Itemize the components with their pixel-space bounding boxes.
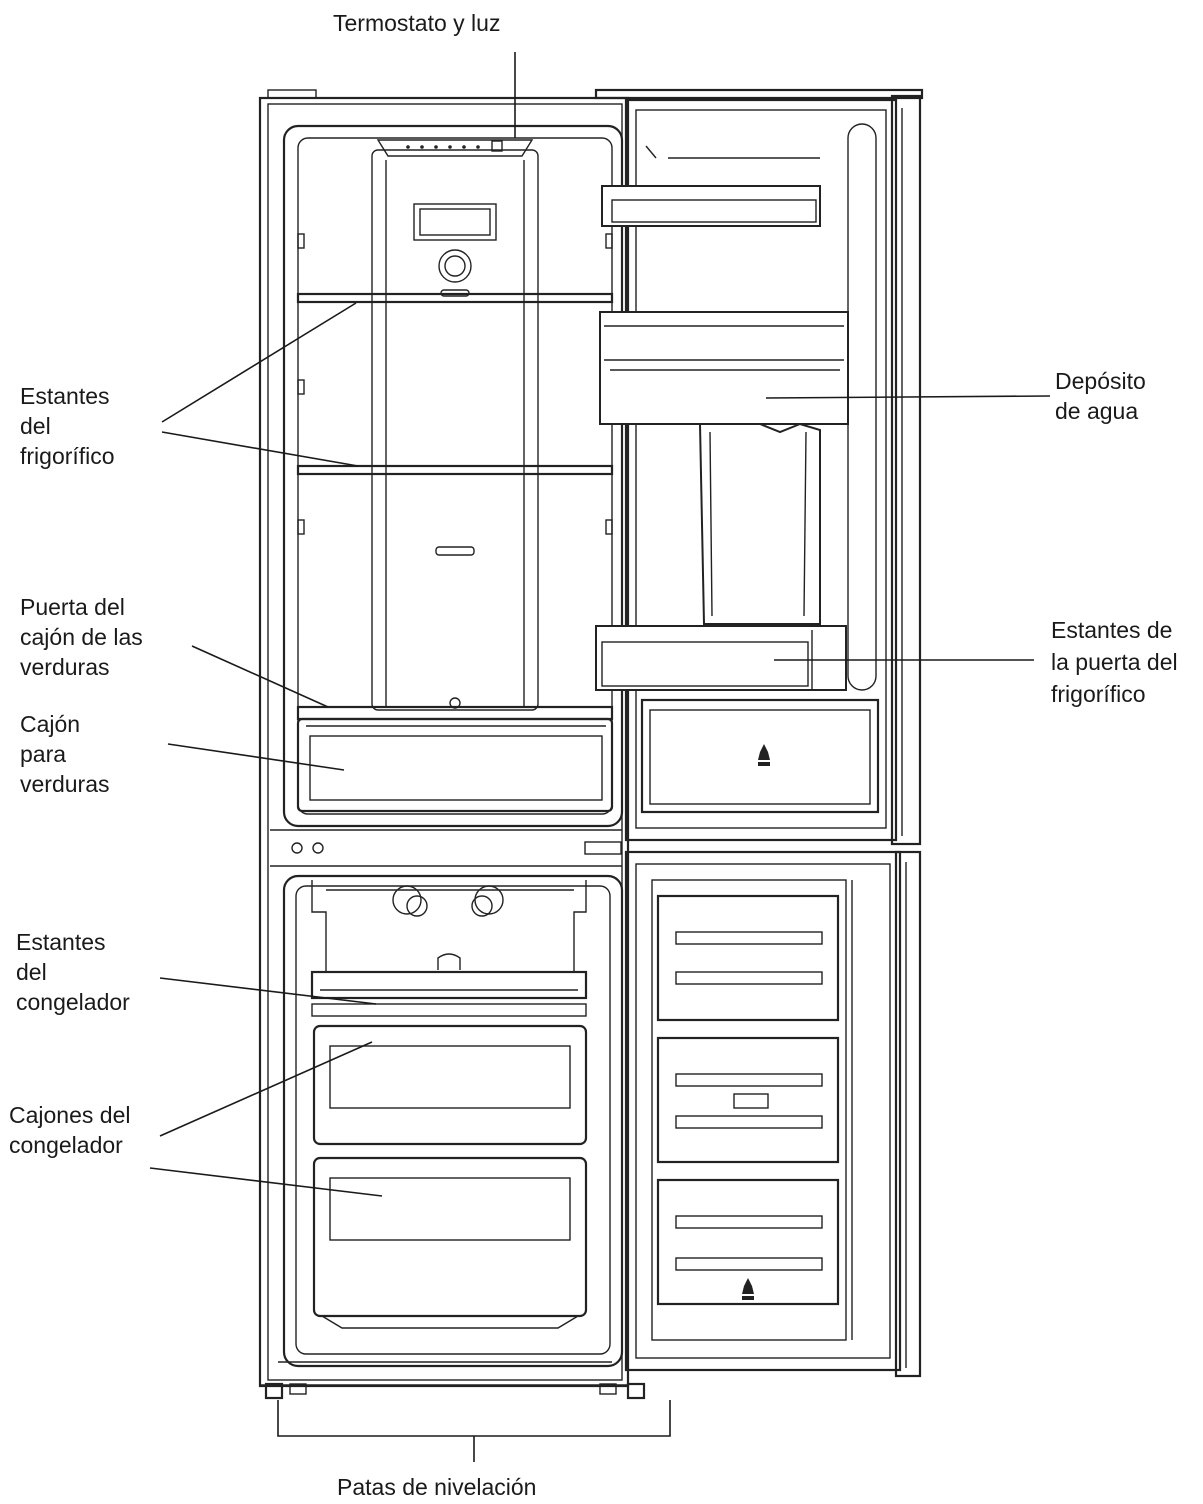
leader-freezer-drawer-2: [149, 1167, 383, 1197]
label-crisper-line: verduras: [20, 771, 110, 797]
label-crisper-door-line: verduras: [20, 654, 110, 680]
label-crisper-line: para: [20, 741, 67, 767]
label-door-shelves-line: Estantes de: [1051, 617, 1173, 643]
label-leveling-feet: Patas de nivelación: [337, 1472, 536, 1502]
label-crisper-door-line: cajón de las: [20, 624, 143, 650]
label-thermostat: Termostato y luz: [333, 8, 500, 38]
thermostat-dots: [406, 145, 480, 149]
label-crisper-door: Puerta del cajón de las verduras: [20, 592, 143, 682]
leader-crisper-door: [191, 645, 329, 708]
label-freezer-shelves: Estantes del congelador: [16, 927, 130, 1017]
leader-water-tank: [765, 395, 1051, 399]
fridge-compartment: [282, 124, 624, 828]
label-freezer-shelves-line: congelador: [16, 989, 130, 1015]
cabinet: [258, 89, 630, 1388]
leader-lines: [149, 52, 1051, 1462]
leader-crisper: [167, 743, 345, 771]
label-fridge-shelves: Estantes del frigorífico: [20, 381, 115, 471]
freezer-door: [624, 850, 922, 1378]
label-door-shelves-line: la puerta del: [1051, 649, 1178, 675]
leveling-feet-drawing: [264, 1382, 646, 1400]
label-crisper-line: Cajón: [20, 711, 81, 737]
label-water-tank-line: Depósito: [1055, 368, 1146, 394]
label-fridge-shelves-line: frigorífico: [20, 443, 115, 469]
leader-fridge-shelf-1: [161, 302, 357, 423]
leader-freezer-drawer-1: [159, 1041, 373, 1137]
divider-strip: [270, 829, 622, 867]
label-door-shelves: Estantes de la puerta del frigorífico: [1051, 614, 1178, 710]
label-freezer-drawers-line: Cajones del: [9, 1102, 131, 1128]
fridge-door: [594, 88, 924, 846]
shelf-rails: [297, 233, 613, 535]
label-fridge-shelves-line: del: [20, 413, 51, 439]
label-crisper: Cajón para verduras: [20, 709, 109, 799]
leader-freezer-shelves: [159, 977, 377, 1005]
label-freezer-shelves-line: del: [16, 959, 47, 985]
label-door-shelves-line: frigorífico: [1051, 681, 1146, 707]
label-leveling-feet-line: Patas de nivelación: [337, 1474, 537, 1500]
label-freezer-drawers: Cajones del congelador: [9, 1100, 130, 1160]
leader-fridge-shelf-2: [161, 431, 359, 467]
label-fridge-shelves-line: Estantes: [20, 383, 110, 409]
label-freezer-shelves-line: Estantes: [16, 929, 106, 955]
label-crisper-door-line: Puerta del: [20, 594, 125, 620]
label-water-tank: Depósito de agua: [1055, 366, 1146, 426]
label-freezer-drawers-line: congelador: [9, 1132, 123, 1158]
label-water-tank-line: de agua: [1055, 398, 1139, 424]
bracket-leveling-feet: [277, 1400, 671, 1462]
freezer-compartment: [282, 874, 624, 1368]
label-thermostat-line: Termostato y luz: [333, 10, 501, 36]
